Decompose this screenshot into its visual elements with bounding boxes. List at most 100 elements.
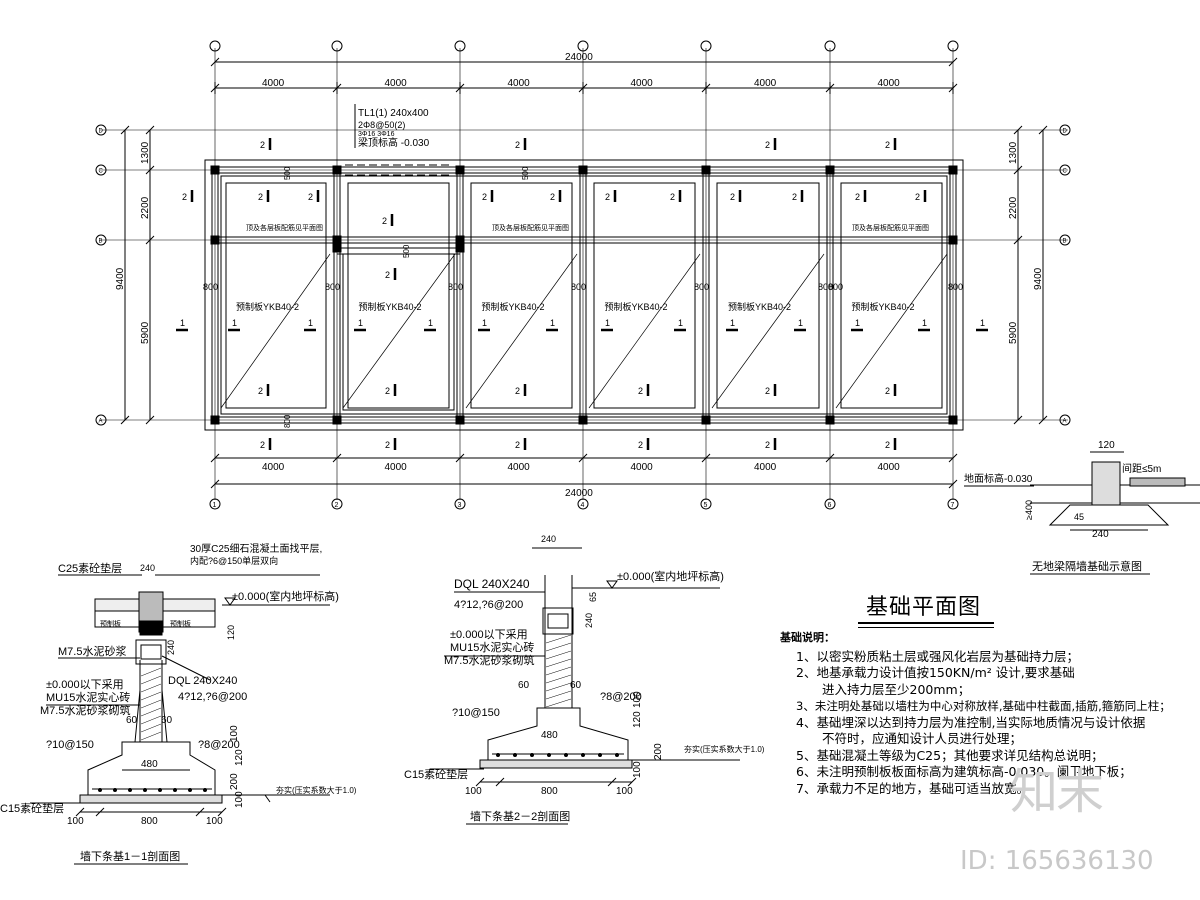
watermark-id: ID: 165636130 [960,846,1154,876]
depth-dim-right: 5900 [1008,321,1019,344]
dim-tick [145,165,155,175]
level-note: MU15水泥实心砖 [46,690,130,704]
rebar-label: ?8@200 [198,739,240,751]
section-mark: 1 [730,318,735,328]
brick-hatch [545,698,572,708]
axis-bubble-left [95,164,107,176]
soil-note: 夯实(压实系数大于1.0) [276,785,357,795]
section-mark: 2 [765,440,770,450]
column [701,415,711,425]
c25-label: C25素砼垫层 [58,561,122,575]
section-mark: 2 [670,192,675,202]
title-underline [858,622,994,624]
dim: 100 [632,691,643,708]
section-mark: 2 [385,270,390,280]
brick-hatch [545,666,572,676]
axis-bubble-bottom [209,498,221,510]
brick-hatch [140,667,162,677]
note-2-cont: 进入持力层至少200mm； [822,681,971,697]
dql-stirrup [140,644,162,660]
axis-bubble-bottom [331,498,343,510]
dql-rebar: 4?12,?6@200 [454,599,523,611]
bay-dim-bottom: 4000 [631,462,654,473]
axis-bubble-right [1059,124,1071,136]
footing-pad [87,741,216,796]
section-mark: 2 [515,140,520,150]
axis-bubble-top [577,40,589,52]
dim-tick [1013,125,1023,135]
dim-tick [145,235,155,245]
dql-stirrup [547,613,569,629]
slab-diagonal [220,253,331,409]
dim-tick [210,57,220,67]
note-6: 6、未注明预制板板面标高为建筑标高-0.030。阑卫地下板； [796,764,1132,779]
col-dim: 800 [948,282,963,292]
dim-tick [195,807,205,817]
c15-bed [79,794,223,804]
column [948,415,958,425]
rebar-label: ?10@150 [452,707,500,719]
dim-tick [825,453,835,463]
c15-label: C15素砼垫层 [0,801,64,815]
total-width-bottom: 24000 [565,488,593,499]
col-dim: 800 [694,282,709,292]
section-caption: 墙下条基2－2剖面图 [470,809,570,823]
section-mark: 2 [515,386,520,396]
dql-label: DQL 240X240 [168,675,237,687]
section-mark: 1 [605,318,610,328]
brick-hatch [545,650,572,660]
col-dim: 500 [402,244,411,258]
brick-hatch [545,682,572,692]
dim: 800 [541,786,558,797]
column [701,165,711,175]
bay-dim-bottom: 4000 [878,462,901,473]
column [455,415,465,425]
dim: 45 [1074,512,1084,522]
slab-diagonal [711,253,825,409]
dql-rebar: 4?12,?6@200 [178,691,247,703]
brick-hatch [140,707,162,717]
section-mark: 1 [180,318,185,328]
upper-label: 顶及各层板配筋见平面图 [852,223,929,232]
axis-letter: D [99,129,104,135]
brick-hatch [140,675,162,685]
depth-dim-left: 1300 [140,141,151,164]
level-label: 地面标高-0.030 [964,472,1033,485]
m75-label: M7.5水泥砂浆 [58,644,126,658]
section-mark: 1 [550,318,555,328]
section-mark: 2 [182,192,187,202]
slab-label: 预制板YKB40-2 [728,301,791,312]
dim-tick [95,807,105,817]
axis-number: 6 [828,502,832,509]
bay-dim-top: 4000 [385,78,408,89]
section-caption: 墙下条基1－1剖面图 [80,849,180,863]
brick-hatch [140,731,162,741]
axis-bubble-bottom [577,498,589,510]
bay-dim-top: 4000 [878,78,901,89]
footing-pad [487,707,629,761]
dim-tick [120,125,130,135]
upper-label: 顶及各层板配筋见平面图 [246,223,323,232]
section-mark: 1 [798,318,803,328]
section-mark: 1 [232,318,237,328]
axis-bubble-top [209,40,221,52]
level-triangle [224,597,236,606]
dim: ≥400 [1024,500,1034,520]
level-triangle [606,580,618,589]
dim: 100 [465,786,482,797]
axis-bubble-left [95,124,107,136]
top-note: 30厚C25细石混凝土面找平层, [190,542,322,555]
axis-bubble-right [1059,164,1071,176]
axis-bubble-bottom [700,498,712,510]
dim: 60 [518,680,530,691]
section-mark: 2 [792,192,797,202]
column [332,165,342,175]
section-mark: 2 [260,140,265,150]
dim-tick [455,453,465,463]
bay-dim-bottom: 4000 [754,462,777,473]
axis-number: 3 [458,502,462,509]
section-mark: 2 [308,192,313,202]
brick-hatch [140,699,162,709]
